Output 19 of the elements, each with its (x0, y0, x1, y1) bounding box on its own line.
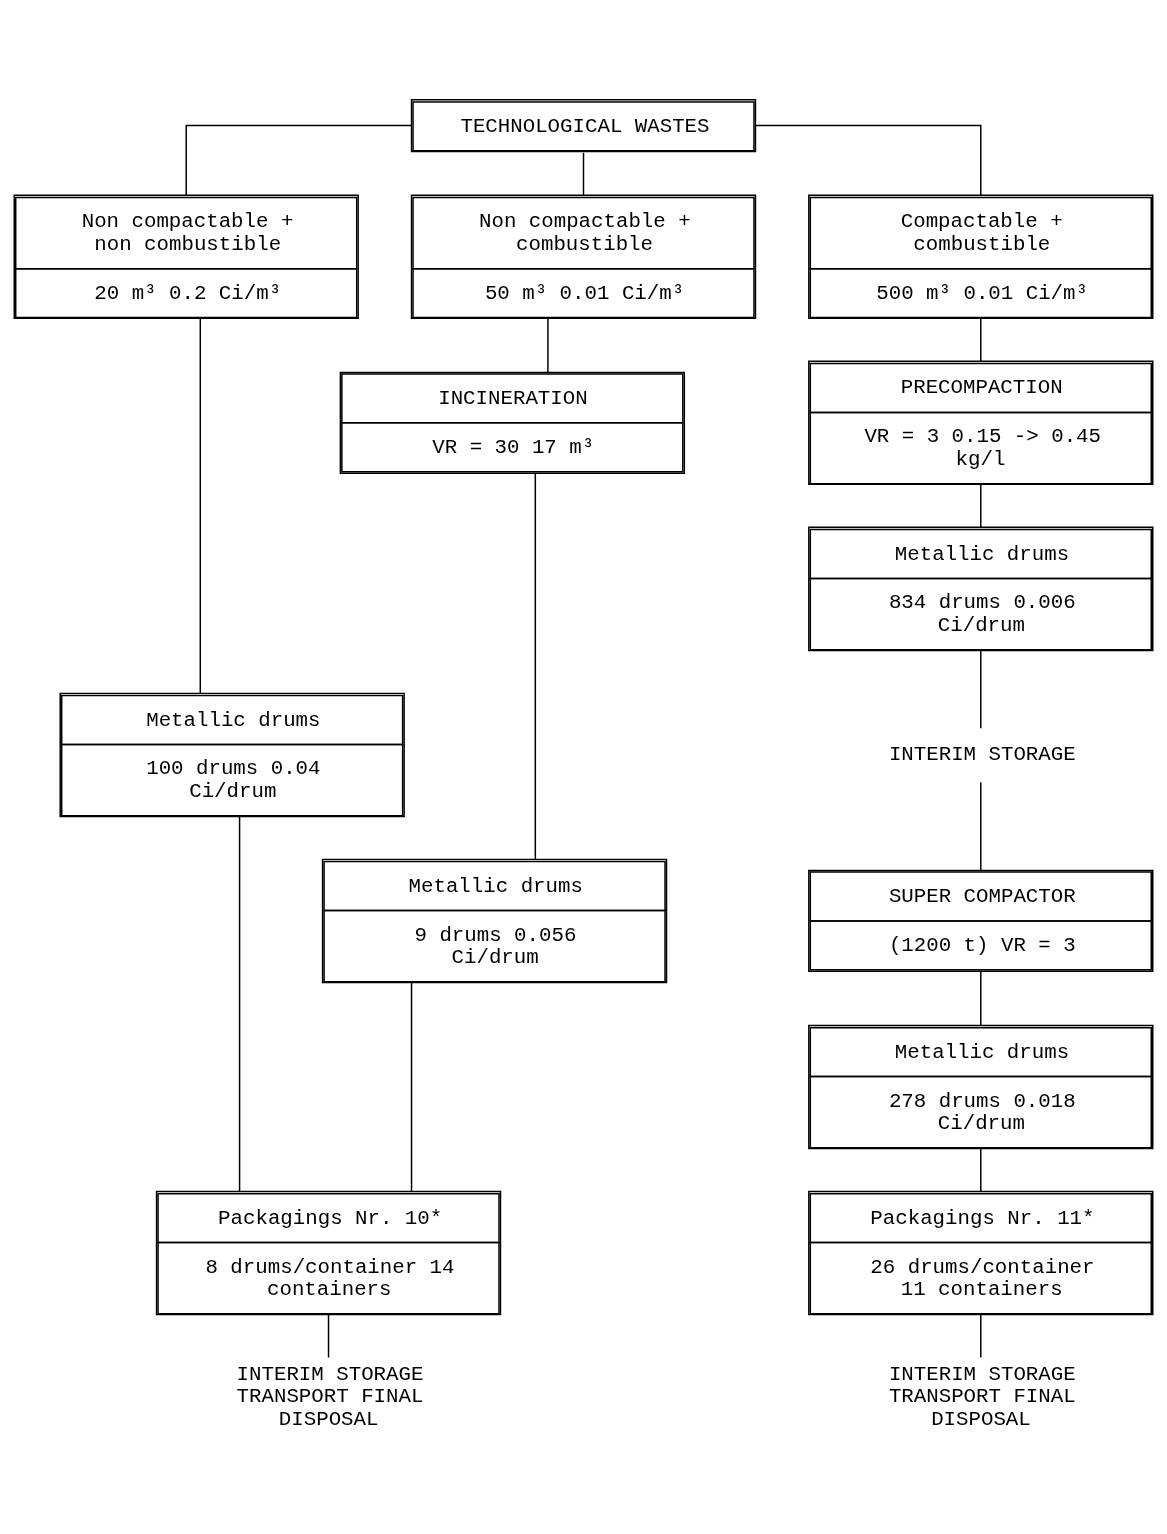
connector (410, 981, 413, 1192)
connector (980, 1147, 982, 1192)
connector (199, 317, 202, 694)
connector (238, 815, 241, 1192)
connector (980, 483, 982, 528)
connector (327, 1313, 330, 1358)
node-text: INTERIM STORAGE TRANSPORT FINAL DISPOSAL (888, 1362, 1076, 1431)
connector (980, 1313, 982, 1358)
node-text: INTERIM STORAGE (888, 742, 1076, 766)
connector (755, 124, 982, 196)
connector (980, 970, 982, 1026)
connector (534, 472, 537, 860)
connector (582, 151, 585, 196)
connector (980, 649, 982, 729)
node-text: INTERIM STORAGE TRANSPORT FINAL DISPOSAL (236, 1362, 424, 1431)
connector (547, 317, 549, 373)
connector (980, 317, 982, 362)
connector (185, 124, 412, 196)
connector (980, 781, 982, 871)
